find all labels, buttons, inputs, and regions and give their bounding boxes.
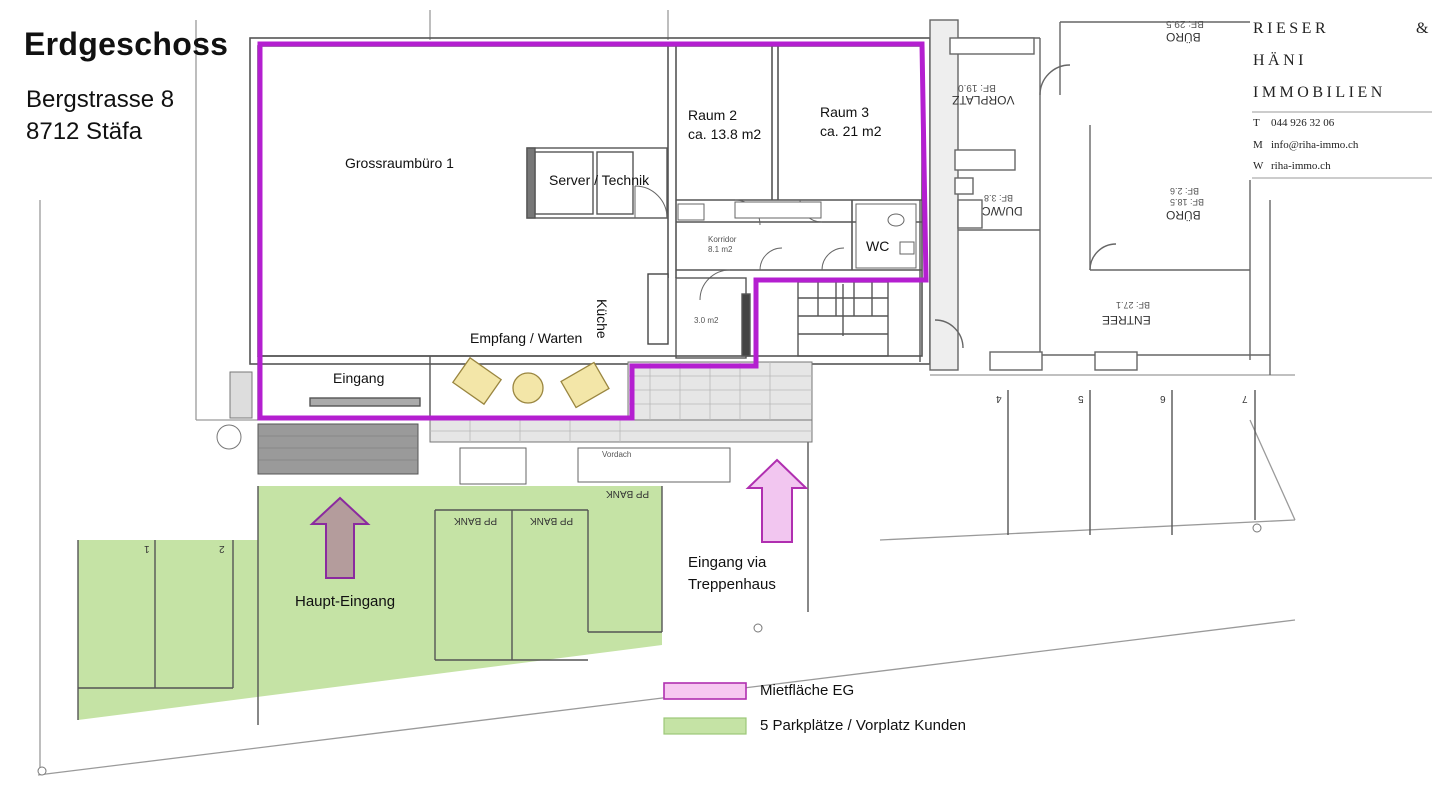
windows xyxy=(677,201,822,221)
logo-rules xyxy=(1252,111,1432,179)
parking-number-5: 5 xyxy=(1078,393,1084,404)
kitchen-label: Küche xyxy=(594,299,610,339)
parking-number-7: 7 xyxy=(1242,393,1248,404)
wc-fixtures xyxy=(855,203,917,269)
neighbor-buero-top: BÜRO xyxy=(1166,30,1201,44)
road-markers xyxy=(37,523,1262,776)
neighbor-entree-area: BF: 27.1 xyxy=(1116,300,1151,310)
parking-number-6: 6 xyxy=(1160,393,1166,404)
korridor-area: 8.1 m2 xyxy=(708,245,733,254)
stair-entrance-caption-2: Treppenhaus xyxy=(688,576,776,593)
address-city: 8712 Stäfa xyxy=(26,118,143,145)
neighbor-buero-mid: BÜRO xyxy=(1166,208,1201,222)
main-entrance-caption: Haupt-Eingang xyxy=(295,593,396,610)
entrance-wall xyxy=(257,356,431,420)
logo-line-immobilien: IMMOBILIEN xyxy=(1253,84,1386,101)
room3-name: Raum 3 xyxy=(820,104,870,120)
parking-number-1: 1 xyxy=(144,543,150,554)
parking-number-2: 2 xyxy=(219,543,225,554)
legend-swatch-parking xyxy=(663,717,747,735)
neighbor-vorplatz: VORPLATZ xyxy=(952,93,1015,107)
legend-rental-label: Mietfläche EG xyxy=(760,682,855,699)
korridor-label: Korridor xyxy=(708,235,737,244)
room3-area: ca. 21 m2 xyxy=(820,123,882,139)
address-street: Bergstrasse 8 xyxy=(26,86,175,113)
pp-bank-label-1: PP BANK xyxy=(454,515,498,526)
neighbor-vorplatz-area: BF: 19.0 xyxy=(958,82,996,93)
reception-furniture xyxy=(451,356,610,409)
terrace xyxy=(216,361,813,485)
kitchen-counter xyxy=(647,273,669,345)
parking-number-4: 4 xyxy=(996,393,1002,404)
page-title: Erdgeschoss xyxy=(24,26,229,62)
pp-bank-label-3: PP BANK xyxy=(606,488,650,499)
neighbor-dumc-area: BF: 3.8 xyxy=(984,193,1014,203)
reception-label: Empfang / Warten xyxy=(470,330,583,346)
server-room xyxy=(526,147,668,219)
arrow-main-entrance xyxy=(309,496,371,579)
room2-name: Raum 2 xyxy=(688,107,738,123)
logo-line-rieser: RIESER xyxy=(1253,20,1330,37)
small-room-area: 3.0 m2 xyxy=(694,316,719,325)
neighbor-entree: ENTREE xyxy=(1102,313,1151,327)
neighbor-dumc: DU/WC xyxy=(982,204,1023,218)
room2-area: ca. 13.8 m2 xyxy=(688,126,762,142)
neighbor-buero-top-area: BF: 29.5 xyxy=(1166,18,1204,29)
wc-label: WC xyxy=(866,238,890,254)
legend-parking-label: 5 Parkplätze / Vorplatz Kunden xyxy=(760,717,966,734)
entrance-label: Eingang xyxy=(333,370,385,386)
parking-stalls-right xyxy=(807,390,1256,612)
legend-swatch-rental xyxy=(663,682,747,700)
neighbor-buero-mid-area: BF: 18.5 xyxy=(1170,197,1205,207)
room-office-label: Grossraumbüro 1 xyxy=(345,155,454,171)
parking-stalls-bank xyxy=(434,486,663,661)
rental-outline xyxy=(257,41,929,421)
stair-entrance-caption-1: Eingang via xyxy=(688,554,767,571)
logo-ampersand: & xyxy=(1416,20,1429,37)
arrow-stair-entrance xyxy=(745,458,809,543)
parking-stalls-left xyxy=(77,486,259,725)
pp-bank-label-2: PP BANK xyxy=(530,515,574,526)
vordach-label: Vordach xyxy=(602,450,632,459)
logo-line-haeni: HÄNI xyxy=(1253,52,1307,69)
server-room-label: Server / Technik xyxy=(549,172,650,188)
neighbor-buero-mid-area2: BF: 2.6 xyxy=(1170,186,1200,196)
neighbor-building xyxy=(929,19,1271,375)
parking-area xyxy=(78,486,662,720)
